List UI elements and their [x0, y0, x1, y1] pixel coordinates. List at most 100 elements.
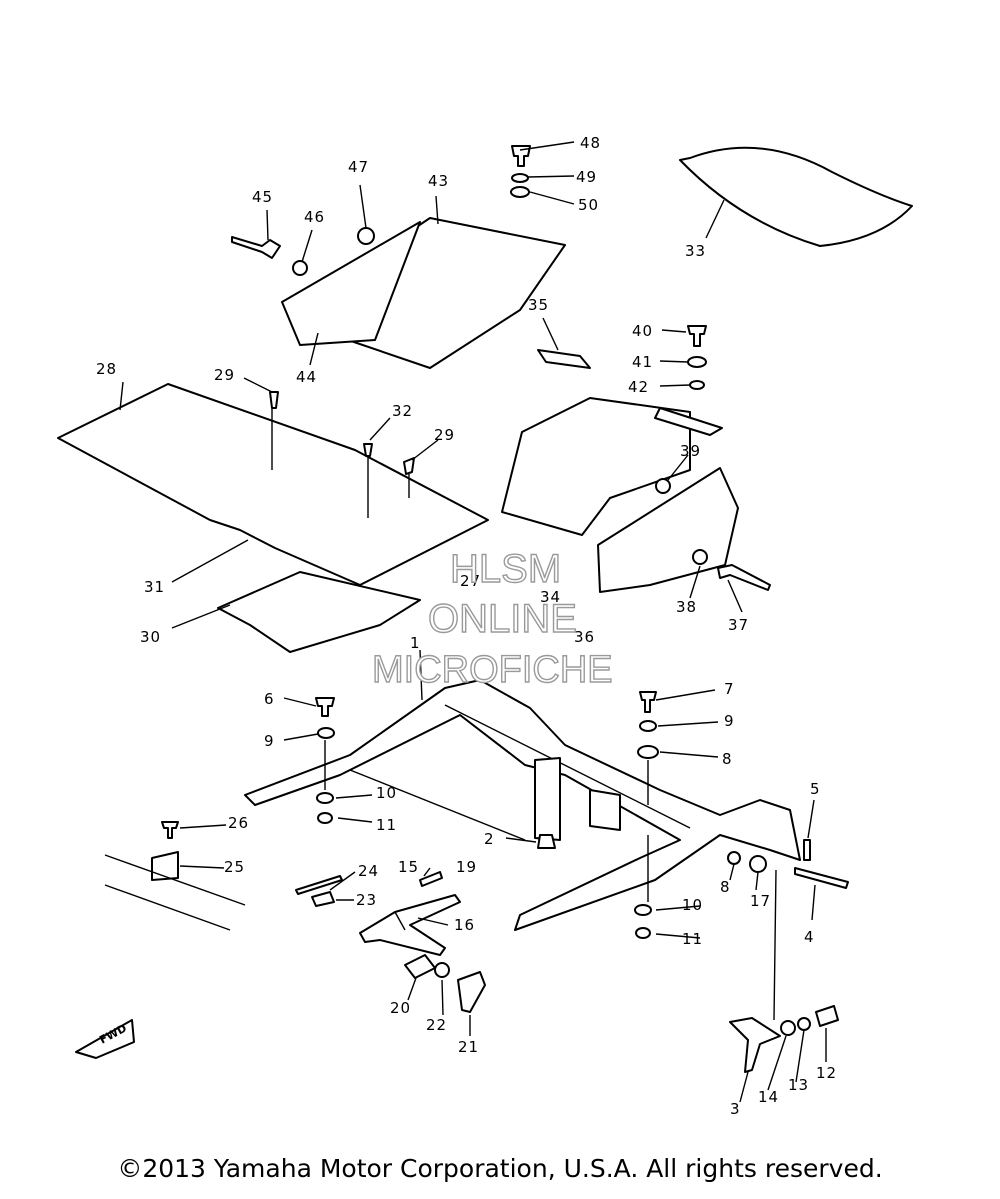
callout-49: 49 — [576, 168, 597, 186]
part-10-washer-left — [316, 792, 334, 804]
callout-5: 5 — [810, 780, 821, 798]
callout-13: 13 — [788, 1076, 809, 1094]
leader-lines — [119, 141, 827, 1103]
callout-23: 23 — [356, 891, 377, 909]
part-22-washer — [434, 962, 450, 978]
callout-39: 39 — [680, 442, 701, 460]
part-45-screw — [231, 236, 281, 259]
part-12-bolt — [815, 1005, 839, 1027]
callout-40: 40 — [632, 322, 653, 340]
callout-7: 7 — [724, 680, 735, 698]
callout-48: 48 — [580, 134, 601, 152]
part-23-clip — [311, 891, 335, 907]
part-11-nut-left — [317, 812, 333, 824]
part-5-bolt — [803, 839, 811, 861]
watermark-line2: ONLINE — [428, 597, 577, 641]
part-13-washer — [797, 1017, 811, 1031]
callout-50: 50 — [578, 196, 599, 214]
callout-numbers: 48 49 50 33 47 43 45 46 35 44 40 41 42 2… — [96, 134, 836, 1118]
part-39-grommet — [655, 478, 671, 494]
part-14-washer — [780, 1020, 796, 1036]
callout-20: 20 — [390, 999, 411, 1017]
part-1-crossmember-2 — [349, 769, 526, 841]
part-38-nut — [692, 549, 708, 565]
part-9-washer-left — [317, 727, 335, 739]
callout-47: 47 — [348, 158, 369, 176]
part-20-pin — [404, 954, 436, 979]
part-29-fastener-a — [269, 391, 279, 409]
part-6-bolt — [315, 697, 335, 717]
part-40-bolt — [687, 325, 707, 347]
callout-28: 28 — [96, 360, 117, 378]
part-21-bolt — [457, 971, 486, 1013]
callout-2: 2 — [484, 830, 495, 848]
callout-43: 43 — [428, 172, 449, 190]
part-15-lever — [359, 894, 461, 956]
callout-8-b: 8 — [720, 878, 731, 896]
part-26-screw — [161, 821, 179, 839]
callout-34: 34 — [540, 588, 561, 606]
callout-10-a: 10 — [376, 784, 397, 802]
callout-37: 37 — [728, 616, 749, 634]
part-8-washer-right — [637, 745, 659, 759]
part-28-floor-board — [57, 383, 489, 586]
callout-11-b: 11 — [682, 930, 703, 948]
watermark: HLSM ONLINE MICROFICHE — [371, 546, 613, 691]
callout-33: 33 — [685, 242, 706, 260]
part-1-crossmember — [444, 704, 691, 829]
callout-1: 1 — [410, 634, 421, 652]
part-11-nut-right — [635, 927, 651, 939]
callout-45: 45 — [252, 188, 273, 206]
callout-9-b: 9 — [724, 712, 735, 730]
part-29-fastener-b — [403, 457, 415, 475]
part-48-bolt — [511, 145, 531, 167]
part-19-pin — [419, 871, 443, 887]
part-17-spacer — [749, 855, 767, 873]
fwd-arrow-icon — [75, 1019, 135, 1059]
callout-3: 3 — [730, 1100, 741, 1118]
callout-29-a: 29 — [214, 366, 235, 384]
part-1-frame — [244, 679, 801, 931]
part-41-washer — [687, 356, 707, 368]
callout-30: 30 — [140, 628, 161, 646]
callout-41: 41 — [632, 353, 653, 371]
callout-25: 25 — [224, 858, 245, 876]
part-18-nut — [727, 851, 741, 865]
part-1-bracket — [589, 789, 621, 831]
callout-6: 6 — [264, 690, 275, 708]
part-10-washer-right — [634, 904, 652, 916]
watermark-line1: HLSM — [450, 547, 561, 591]
callout-26: 26 — [228, 814, 249, 832]
callout-22: 22 — [426, 1016, 447, 1034]
part-7-bolt — [639, 691, 657, 713]
part-47-nut — [357, 227, 375, 245]
callout-10-b: 10 — [682, 896, 703, 914]
part-42-washer — [689, 380, 705, 390]
body-edge — [104, 854, 246, 906]
callout-4: 4 — [804, 928, 815, 946]
part-35-plate — [537, 349, 591, 369]
body-edge-2 — [104, 884, 231, 931]
part-44-side-panel — [281, 221, 421, 346]
part-37-bolt — [717, 564, 771, 591]
callout-14: 14 — [758, 1088, 779, 1106]
part-30-plate — [217, 571, 421, 653]
part-25-mount — [151, 851, 179, 881]
callout-46: 46 — [304, 208, 325, 226]
callout-15: 15 — [398, 858, 419, 876]
callout-11-a: 11 — [376, 816, 397, 834]
callout-9-a: 9 — [264, 732, 275, 750]
part-32-fastener — [363, 443, 373, 457]
watermark-line3: MICROFICHE — [372, 649, 613, 691]
part-9-washer-right — [639, 720, 657, 732]
callout-16: 16 — [454, 916, 475, 934]
callout-36: 36 — [574, 628, 595, 646]
part-34-fender — [501, 397, 691, 536]
part-2-bolt — [537, 834, 556, 849]
part-49-washer — [511, 173, 529, 183]
callout-27: 27 — [460, 572, 481, 590]
part-4-shaft — [794, 867, 849, 889]
part-1-post — [534, 757, 561, 841]
part-3-bracket — [729, 1017, 781, 1073]
